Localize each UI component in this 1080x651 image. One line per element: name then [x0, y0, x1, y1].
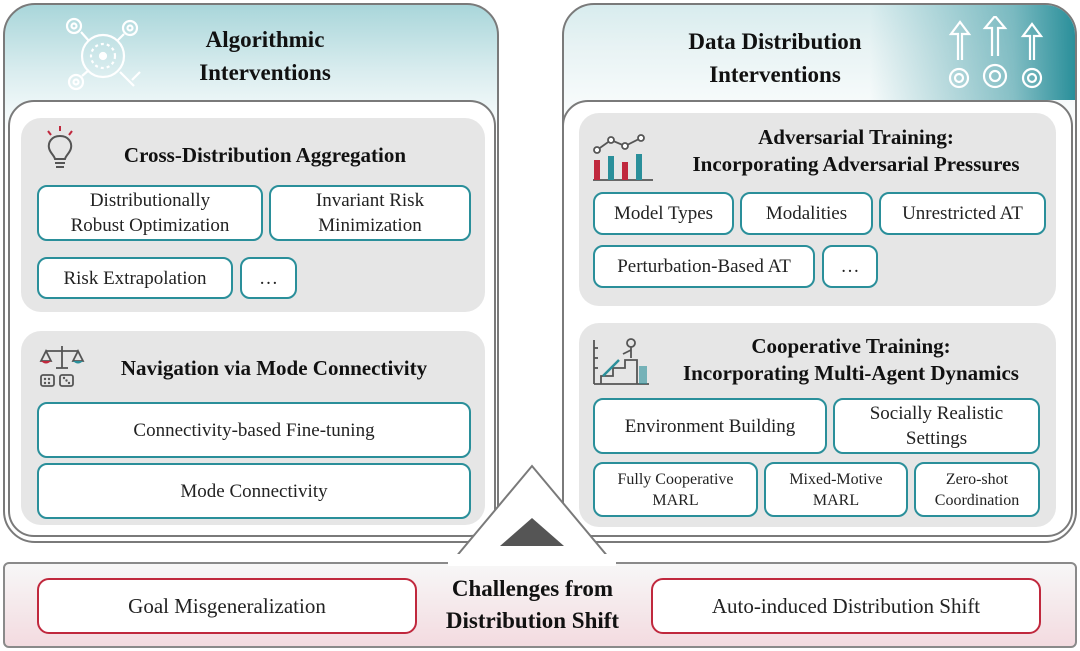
triangle-arrow-icon	[448, 462, 616, 566]
right-ellipsis-item: …	[822, 245, 878, 288]
connectivity-fine-tuning-item: Connectivity-based Fine-tuning	[37, 402, 471, 458]
balance-scale-icon	[38, 342, 86, 390]
right-ellipsis-label: …	[840, 256, 860, 277]
risk-extrapolation-item: Risk Extrapolation	[37, 257, 233, 299]
challenges-title-line2: Distribution Shift	[445, 608, 620, 633]
right-title-line1: Data Distribution	[688, 29, 862, 54]
cooperative-title-line2: Incorporating Multi-Agent Dynamics	[683, 361, 1019, 385]
model-types-label: Model Types	[613, 203, 714, 224]
environment-building-item: Environment Building	[593, 398, 827, 454]
left-ellipsis-label: …	[259, 267, 278, 289]
mixed-motive-line2: MARL	[812, 491, 860, 509]
perturbation-based-at-item: Perturbation-Based AT	[593, 245, 815, 288]
left-ellipsis-item: …	[240, 257, 297, 299]
goal-misgeneralization-box: Goal Misgeneralization	[37, 578, 417, 634]
irm-line1: Invariant Risk	[315, 190, 425, 211]
adversarial-title-line1: Adversarial Training:	[758, 125, 954, 149]
mode-connectivity-label: Mode Connectivity	[180, 480, 328, 502]
dro-line2: Robust Optimization	[70, 215, 230, 236]
risk-extrapolation-label: Risk Extrapolation	[63, 267, 207, 289]
adversarial-title-line2: Incorporating Adversarial Pressures	[692, 152, 1020, 176]
dro-line1: Distributionally	[89, 190, 211, 211]
data-distribution-interventions-title: Data Distribution Interventions	[655, 25, 895, 91]
modalities-label: Modalities	[765, 203, 848, 224]
model-types-item: Model Types	[593, 192, 734, 235]
gear-network-icon	[58, 12, 148, 94]
challenges-title-line1: Challenges from	[451, 576, 614, 601]
socially-realistic-line2: Settings	[905, 428, 968, 449]
socially-realistic-line1: Socially Realistic	[869, 403, 1004, 424]
arrows-gears-icon	[938, 16, 1054, 94]
challenges-title: Challenges from Distribution Shift	[420, 573, 645, 637]
unrestricted-at-item: Unrestricted AT	[879, 192, 1046, 235]
auto-induced-shift-box: Auto-induced Distribution Shift	[651, 578, 1041, 634]
right-panel-header-accent	[870, 5, 1075, 100]
fully-cooperative-line1: Fully Cooperative	[617, 470, 734, 488]
zero-shot-line1: Zero-shot	[945, 470, 1009, 488]
connectivity-fine-tuning-label: Connectivity-based Fine-tuning	[133, 419, 375, 441]
bar-chart-icon	[591, 134, 655, 182]
left-title-line1: Algorithmic	[205, 27, 325, 52]
mode-connectivity-title: Navigation via Mode Connectivity	[120, 356, 428, 380]
fully-cooperative-line2: MARL	[652, 491, 699, 509]
auto-induced-shift-label: Auto-induced Distribution Shift	[711, 593, 981, 618]
cooperative-title-line1: Cooperative Training:	[751, 334, 951, 358]
modalities-item: Modalities	[740, 192, 873, 235]
right-title-line2: Interventions	[709, 62, 841, 87]
goal-misgeneralization-label: Goal Misgeneralization	[128, 593, 326, 618]
unrestricted-at-label: Unrestricted AT	[902, 203, 1023, 224]
mixed-motive-line1: Mixed-Motive	[789, 470, 883, 488]
perturbation-based-at-label: Perturbation-Based AT	[617, 256, 791, 277]
cooperative-training-title: Cooperative Training: Incorporating Mult…	[650, 333, 1052, 387]
lightbulb-icon	[40, 124, 80, 172]
staircase-figure-icon	[591, 336, 653, 388]
mode-connectivity-item: Mode Connectivity	[37, 463, 471, 519]
zero-shot-line2: Coordination	[934, 491, 1020, 509]
algorithmic-interventions-title: Algorithmic Interventions	[160, 23, 370, 89]
irm-line2: Minimization	[318, 215, 422, 236]
adversarial-training-title: Adversarial Training: Incorporating Adve…	[658, 124, 1054, 178]
left-title-line2: Interventions	[199, 60, 331, 85]
environment-building-label: Environment Building	[624, 415, 796, 437]
cross-distribution-aggregation-title: Cross-Distribution Aggregation	[123, 143, 407, 167]
